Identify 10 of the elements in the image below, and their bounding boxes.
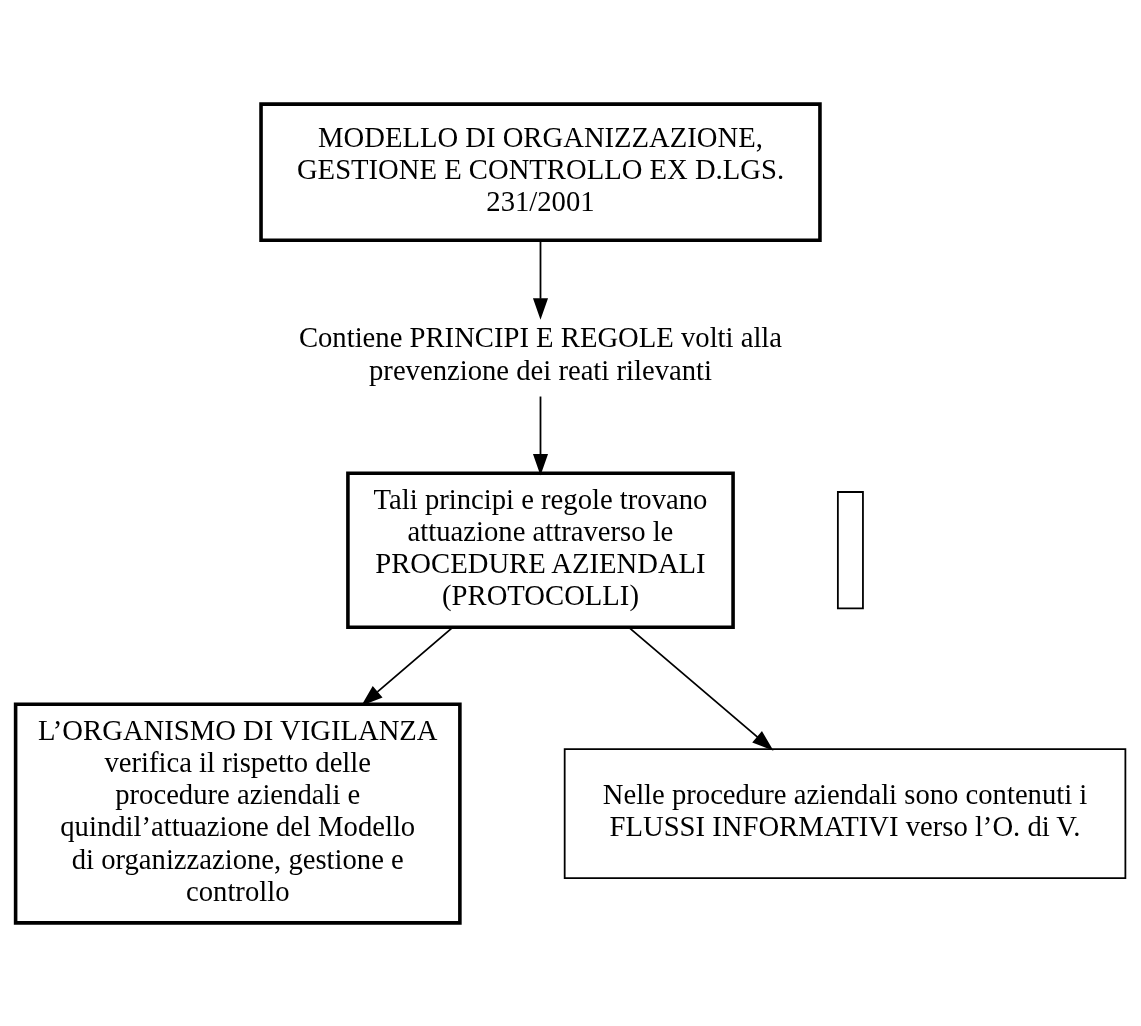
node-box: Tali principi e regole trovano attuazione attraverso le PROCEDURE AZIENDALI (PROTOCOLLI): [346, 470, 735, 629]
arrow: [532, 239, 549, 320]
node-box: MODELLO DI ORGANIZZAZIONE, GESTIONE E CONTROLLO EX D.LGS. 231/2001: [259, 101, 822, 242]
node-box: Nelle procedure aziendali sono contenuti i FLUSSI INFORMATIVI verso l’O. di V.: [563, 747, 1127, 879]
arrow: [361, 626, 453, 706]
node-box: [836, 490, 864, 609]
node-text: Contiene PRINCIPI E REGOLE volti alla prevenzione dei reati rilevanti: [298, 320, 783, 386]
arrow: [532, 395, 549, 476]
node-box: L’ORGANISMO DI VIGILANZA verifica il rispetto delle procedure aziendali e quindil’attuazione del Modello di organizzazione, gestione e controllo: [13, 702, 462, 925]
arrow: [628, 626, 774, 751]
